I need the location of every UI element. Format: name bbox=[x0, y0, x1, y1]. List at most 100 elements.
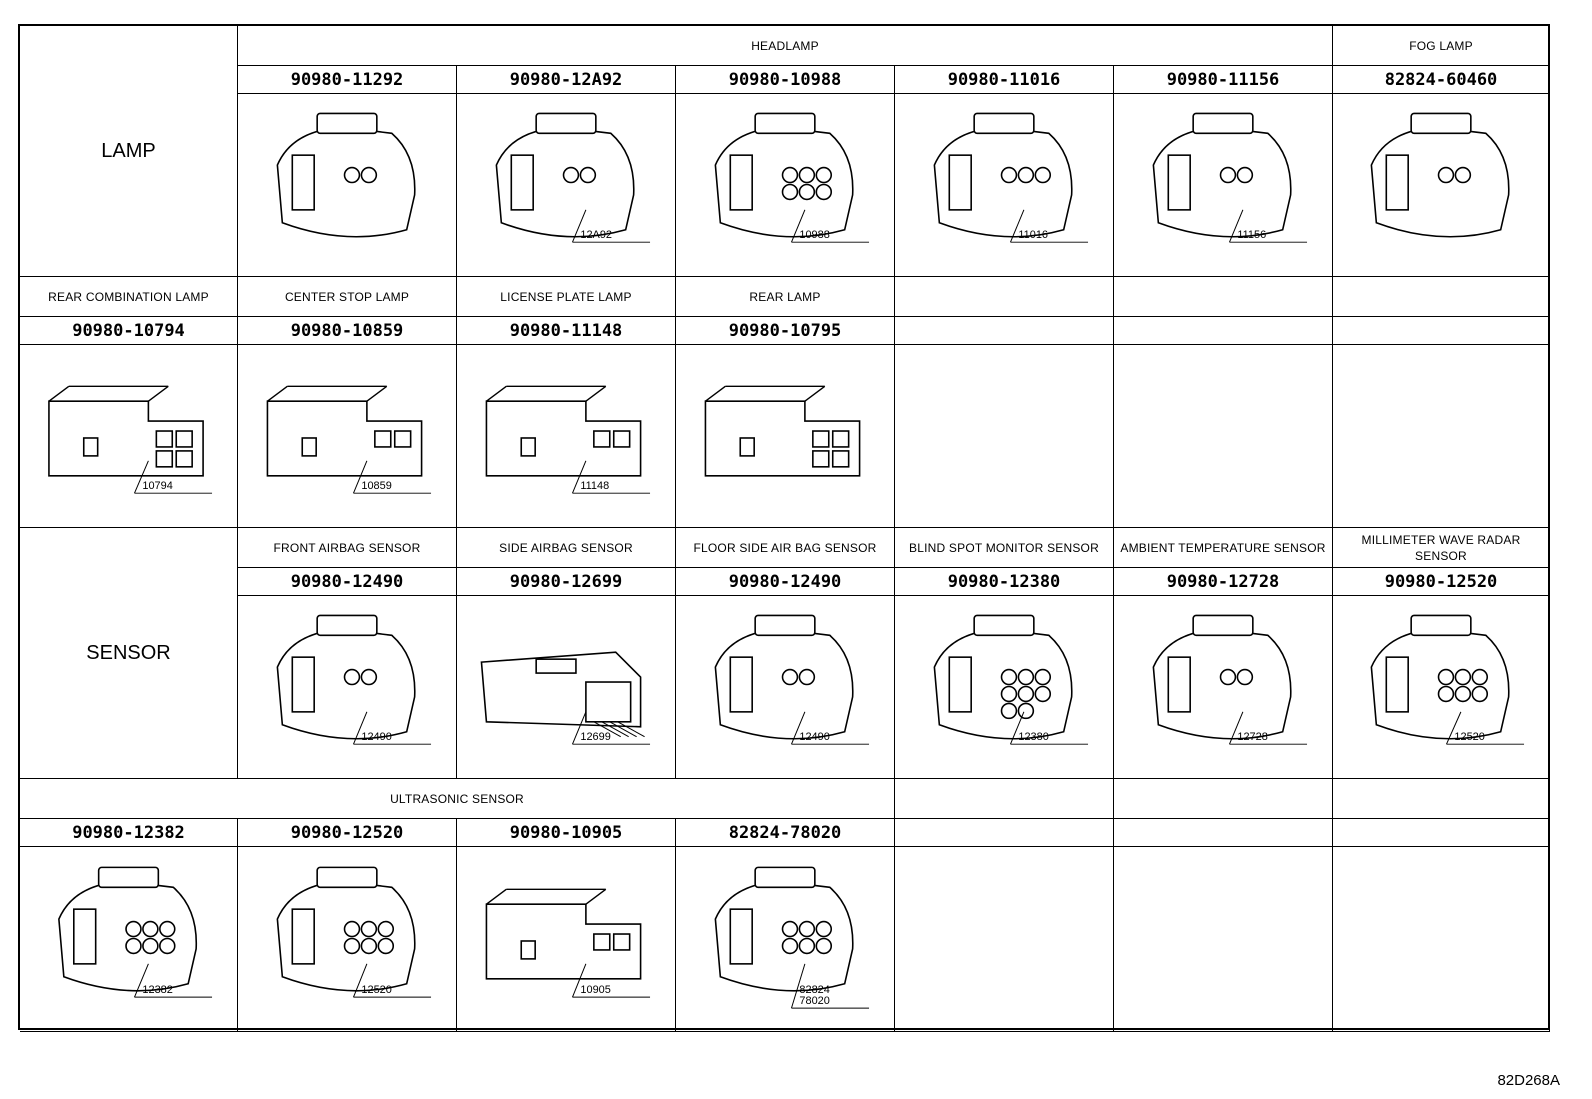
part-number: 82824-60460 bbox=[1333, 66, 1550, 94]
connector-image: 12728 bbox=[1114, 596, 1333, 779]
group-header: BLIND SPOT MONITOR SENSOR bbox=[895, 528, 1114, 568]
empty-part-cell bbox=[895, 819, 1114, 847]
connector-image: 11156 bbox=[1114, 94, 1333, 277]
callout-label: 12520 bbox=[1454, 731, 1484, 743]
group-header: ULTRASONIC SENSOR bbox=[20, 779, 895, 819]
part-number: 90980-11016 bbox=[895, 66, 1114, 94]
part-number: 90980-12728 bbox=[1114, 568, 1333, 596]
connector-2pin-box-icon: 10905 bbox=[485, 888, 651, 998]
part-number: 90980-12490 bbox=[676, 568, 895, 596]
group-header: CENTER STOP LAMP bbox=[238, 277, 457, 317]
callout-label: 12A92 bbox=[580, 229, 612, 241]
part-number: 90980-12520 bbox=[238, 819, 457, 847]
connector-airbag-icon: 12490 bbox=[276, 614, 432, 745]
group-header: FRONT AIRBAG SENSOR bbox=[238, 528, 457, 568]
callout-label: 10859 bbox=[361, 480, 391, 492]
part-number: 90980-10859 bbox=[238, 317, 457, 345]
empty-part-cell bbox=[1114, 317, 1333, 345]
callout-label: 82824 bbox=[799, 984, 829, 996]
group-header: FOG LAMP bbox=[1333, 26, 1550, 66]
connector-image: 12A92 bbox=[457, 94, 676, 277]
callout-label: 10905 bbox=[580, 984, 610, 996]
connector-2pin-round-icon: 11156 bbox=[1152, 112, 1308, 243]
part-number: 90980-11148 bbox=[457, 317, 676, 345]
connector-image bbox=[1333, 94, 1550, 277]
group-header: AMBIENT TEMPERATURE SENSOR bbox=[1114, 528, 1333, 568]
callout-label: 11016 bbox=[1018, 229, 1048, 241]
part-number: 90980-10795 bbox=[676, 317, 895, 345]
connector-4pin-box-icon: 10794 bbox=[48, 385, 213, 494]
connector-2pin-box-icon: 10859 bbox=[266, 385, 432, 494]
empty-image-cell bbox=[1333, 847, 1550, 1032]
empty-part-cell bbox=[1114, 819, 1333, 847]
part-number: 90980-12A92 bbox=[457, 66, 676, 94]
connector-6pin-sensor-icon: 12520 bbox=[276, 866, 432, 998]
connector-4pin-icon bbox=[276, 112, 416, 238]
empty-header-cell bbox=[1333, 277, 1550, 317]
connector-image: 12490 bbox=[676, 596, 895, 779]
connector-6pin-sensor-icon: 12382 bbox=[58, 866, 213, 998]
connector-8pin-icon: 12380 bbox=[933, 614, 1089, 745]
part-number: 90980-10794 bbox=[20, 317, 238, 345]
part-number: 82824-78020 bbox=[676, 819, 895, 847]
connector-image: 10859 bbox=[238, 345, 457, 528]
connector-4pin-box-icon bbox=[704, 385, 861, 477]
part-number: 90980-12382 bbox=[20, 819, 238, 847]
callout-label: 10988 bbox=[799, 229, 829, 241]
empty-part-cell bbox=[1333, 819, 1550, 847]
empty-image-cell bbox=[1114, 847, 1333, 1032]
empty-header-cell bbox=[1114, 277, 1333, 317]
connector-2pin-box-icon: 11148 bbox=[485, 385, 651, 494]
empty-image-cell bbox=[1114, 345, 1333, 528]
connector-2pin-round-icon bbox=[1370, 112, 1510, 238]
connector-airbag-icon: 12490 bbox=[714, 614, 870, 745]
group-header: LICENSE PLATE LAMP bbox=[457, 277, 676, 317]
empty-header-cell bbox=[895, 277, 1114, 317]
empty-header-cell bbox=[895, 779, 1114, 819]
empty-image-cell bbox=[895, 847, 1114, 1032]
part-number: 90980-10988 bbox=[676, 66, 895, 94]
connector-image: 12490 bbox=[238, 596, 457, 779]
group-header: REAR LAMP bbox=[676, 277, 895, 317]
callout-label: 10794 bbox=[142, 480, 172, 492]
callout-label: 12699 bbox=[580, 731, 610, 743]
callout-label: 12490 bbox=[799, 731, 829, 743]
connector-image: 12520 bbox=[1333, 596, 1550, 779]
callout-label: 11148 bbox=[580, 480, 609, 492]
connector-2pin-sensor-icon: 12728 bbox=[1152, 614, 1308, 745]
group-header: HEADLAMP bbox=[238, 26, 1333, 66]
callout-label: 12382 bbox=[142, 984, 172, 996]
connector-multipin-icon: 12A92 bbox=[495, 112, 651, 243]
connector-image bbox=[238, 94, 457, 277]
connector-image: 10988 bbox=[676, 94, 895, 277]
callout-label: 12380 bbox=[1018, 731, 1048, 743]
connector-image: 10794 bbox=[20, 345, 238, 528]
section-label-lamp: LAMP bbox=[20, 26, 238, 277]
callout-label: 12728 bbox=[1237, 731, 1267, 743]
empty-image-cell bbox=[895, 345, 1114, 528]
connector-image: 12380 bbox=[895, 596, 1114, 779]
connector-image: 12699 bbox=[457, 596, 676, 779]
connector-image: 12520 bbox=[238, 847, 457, 1032]
connector-flat-icon: 12699 bbox=[480, 651, 651, 745]
part-number: 90980-12490 bbox=[238, 568, 457, 596]
figure-code: 82D268A bbox=[1497, 1072, 1560, 1089]
callout-label: 12520 bbox=[361, 984, 391, 996]
empty-part-cell bbox=[1333, 317, 1550, 345]
part-number: 90980-12699 bbox=[457, 568, 676, 596]
part-number: 90980-11156 bbox=[1114, 66, 1333, 94]
group-header: FLOOR SIDE AIR BAG SENSOR bbox=[676, 528, 895, 568]
part-number: 90980-12520 bbox=[1333, 568, 1550, 596]
group-header: REAR COMBINATION LAMP bbox=[20, 277, 238, 317]
callout-label: 78020 bbox=[799, 995, 829, 1007]
callout-label: 12490 bbox=[361, 731, 391, 743]
group-header: MILLIMETER WAVE RADAR SENSOR bbox=[1333, 528, 1550, 568]
empty-header-cell bbox=[1333, 779, 1550, 819]
empty-image-cell bbox=[1333, 345, 1550, 528]
part-number: 90980-12380 bbox=[895, 568, 1114, 596]
part-number: 90980-11292 bbox=[238, 66, 457, 94]
connector-image: 10905 bbox=[457, 847, 676, 1032]
